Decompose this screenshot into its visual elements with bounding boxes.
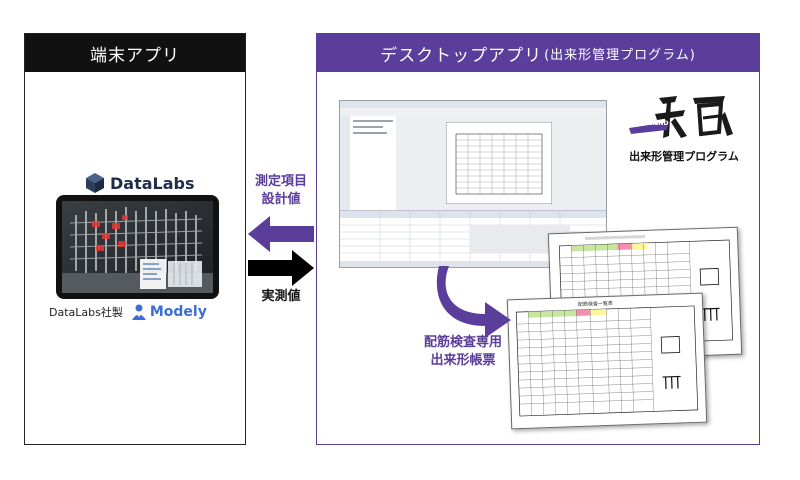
design-values-label: 測定項目 設計値 xyxy=(246,173,316,209)
window-statusbar xyxy=(340,261,606,267)
arrow-right-icon xyxy=(248,250,314,286)
desktop-app-title: デスクトップアプリ xyxy=(380,45,543,66)
report-sheet-front: 配筋検査一覧表 xyxy=(506,292,708,430)
point-cloud-scan-image xyxy=(62,201,213,293)
window-nav-pane xyxy=(350,116,397,210)
design-values-line1: 測定項目 xyxy=(254,174,307,189)
datalabs-brand: DataLabs xyxy=(110,173,195,193)
report-label-line1: 配筋検査専用 xyxy=(423,335,502,350)
musashi-logo: CI TREND xyxy=(629,92,739,144)
desktop-app-panel: デスクトップアプリ(出来形管理プログラム) xyxy=(316,33,760,445)
report-sheet-title: 配筋検査一覧表 xyxy=(578,300,613,308)
maker-credit: DataLabs社製 Modely xyxy=(49,303,207,321)
report-grid-front: 配筋検査一覧表 xyxy=(515,300,699,417)
design-values-line2: 設計値 xyxy=(261,192,301,207)
device-app-header: 端末アプリ xyxy=(25,34,245,72)
modely-brand: Modely xyxy=(149,304,207,320)
cube-icon xyxy=(86,173,104,193)
ci-trend-tag: CI TREND xyxy=(637,120,669,127)
company-name: DataLabs社製 xyxy=(49,306,123,319)
device-app-panel: 端末アプリ DataLabs xyxy=(24,33,246,445)
datalabs-logo: DataLabs xyxy=(85,172,195,194)
curved-arrow-icon xyxy=(436,266,511,338)
measured-values-label: 実測値 xyxy=(261,289,301,304)
device-app-title: 端末アプリ xyxy=(90,45,180,66)
musashi-calligraphy-icon xyxy=(629,96,733,138)
window-preview-area xyxy=(396,116,606,210)
preview-sheet xyxy=(446,122,552,204)
musashi-caption: 出来形管理プログラム xyxy=(629,150,739,163)
tablet-device xyxy=(56,195,219,299)
arrow-left-icon xyxy=(248,216,314,252)
desktop-app-title-suffix: (出来形管理プログラム) xyxy=(544,47,696,63)
desktop-app-header: デスクトップアプリ(出来形管理プログラム) xyxy=(317,34,759,72)
report-label: 配筋検査専用 出来形帳票 xyxy=(415,334,511,370)
modely-person-icon xyxy=(131,304,146,320)
report-label-line2: 出来形帳票 xyxy=(430,353,496,368)
